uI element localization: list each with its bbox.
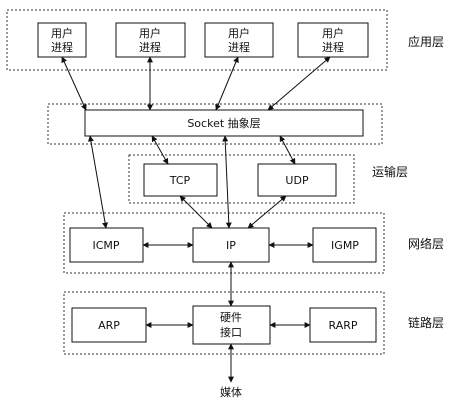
igmp-label: IGMP: [331, 239, 359, 252]
process4-line1: 用户: [322, 26, 344, 40]
socket-layer-frame: [47, 103, 383, 145]
process1-line2: 进程: [51, 41, 73, 54]
ip-label: IP: [226, 239, 236, 252]
link-layer-label: 链路层: [408, 315, 444, 330]
igmp-box: [312, 227, 377, 263]
udp-label: UDP: [285, 174, 309, 187]
arrow-socket-udp: [279, 135, 296, 165]
arrow-process1-socket: [61, 56, 87, 111]
user-process-box-2: [115, 22, 186, 58]
process2-line2: 进程: [139, 41, 161, 54]
arp-box: [71, 307, 147, 343]
process3-line2: 进程: [228, 41, 250, 54]
hardware-line2: 接口: [220, 326, 242, 339]
arrow-socket-icmp: [87, 135, 109, 229]
transport-layer-label: 运输层: [372, 164, 408, 179]
hardware-line1: 硬件: [220, 311, 242, 324]
rarp-box: [309, 307, 377, 343]
socket-box: [84, 109, 364, 137]
arrow-socket-ip: [222, 135, 232, 229]
tcp-box: [143, 163, 218, 197]
arrow-udp-ip: [247, 195, 287, 229]
arrow-process3-socket: [215, 56, 239, 111]
udp-box: [257, 163, 337, 197]
link-layer-frame: [63, 291, 385, 355]
rarp-label: RARP: [329, 319, 358, 332]
arrow-process4-socket: [267, 56, 331, 111]
process2-line1: 用户: [139, 26, 161, 40]
process1-line1: 用户: [51, 26, 73, 40]
process3-line1: 用户: [228, 26, 250, 40]
application-layer-frame: [6, 9, 388, 71]
socket-label: Socket 抽象层: [187, 116, 260, 130]
icmp-label: ICMP: [92, 239, 119, 252]
network-layer-label: 网络层: [408, 236, 444, 251]
tcp-label: TCP: [169, 174, 191, 187]
application-layer-label: 应用层: [408, 34, 444, 49]
arp-label: ARP: [98, 319, 120, 332]
user-process-box-3: [204, 22, 274, 58]
icmp-box: [69, 227, 144, 263]
process4-line2: 进程: [322, 41, 344, 54]
arrow-socket-tcp: [151, 135, 169, 165]
media-label: 媒体: [220, 385, 242, 399]
user-process-box-4: [297, 22, 369, 58]
transport-layer-frame: [128, 154, 355, 204]
arrow-tcp-ip: [179, 195, 213, 229]
